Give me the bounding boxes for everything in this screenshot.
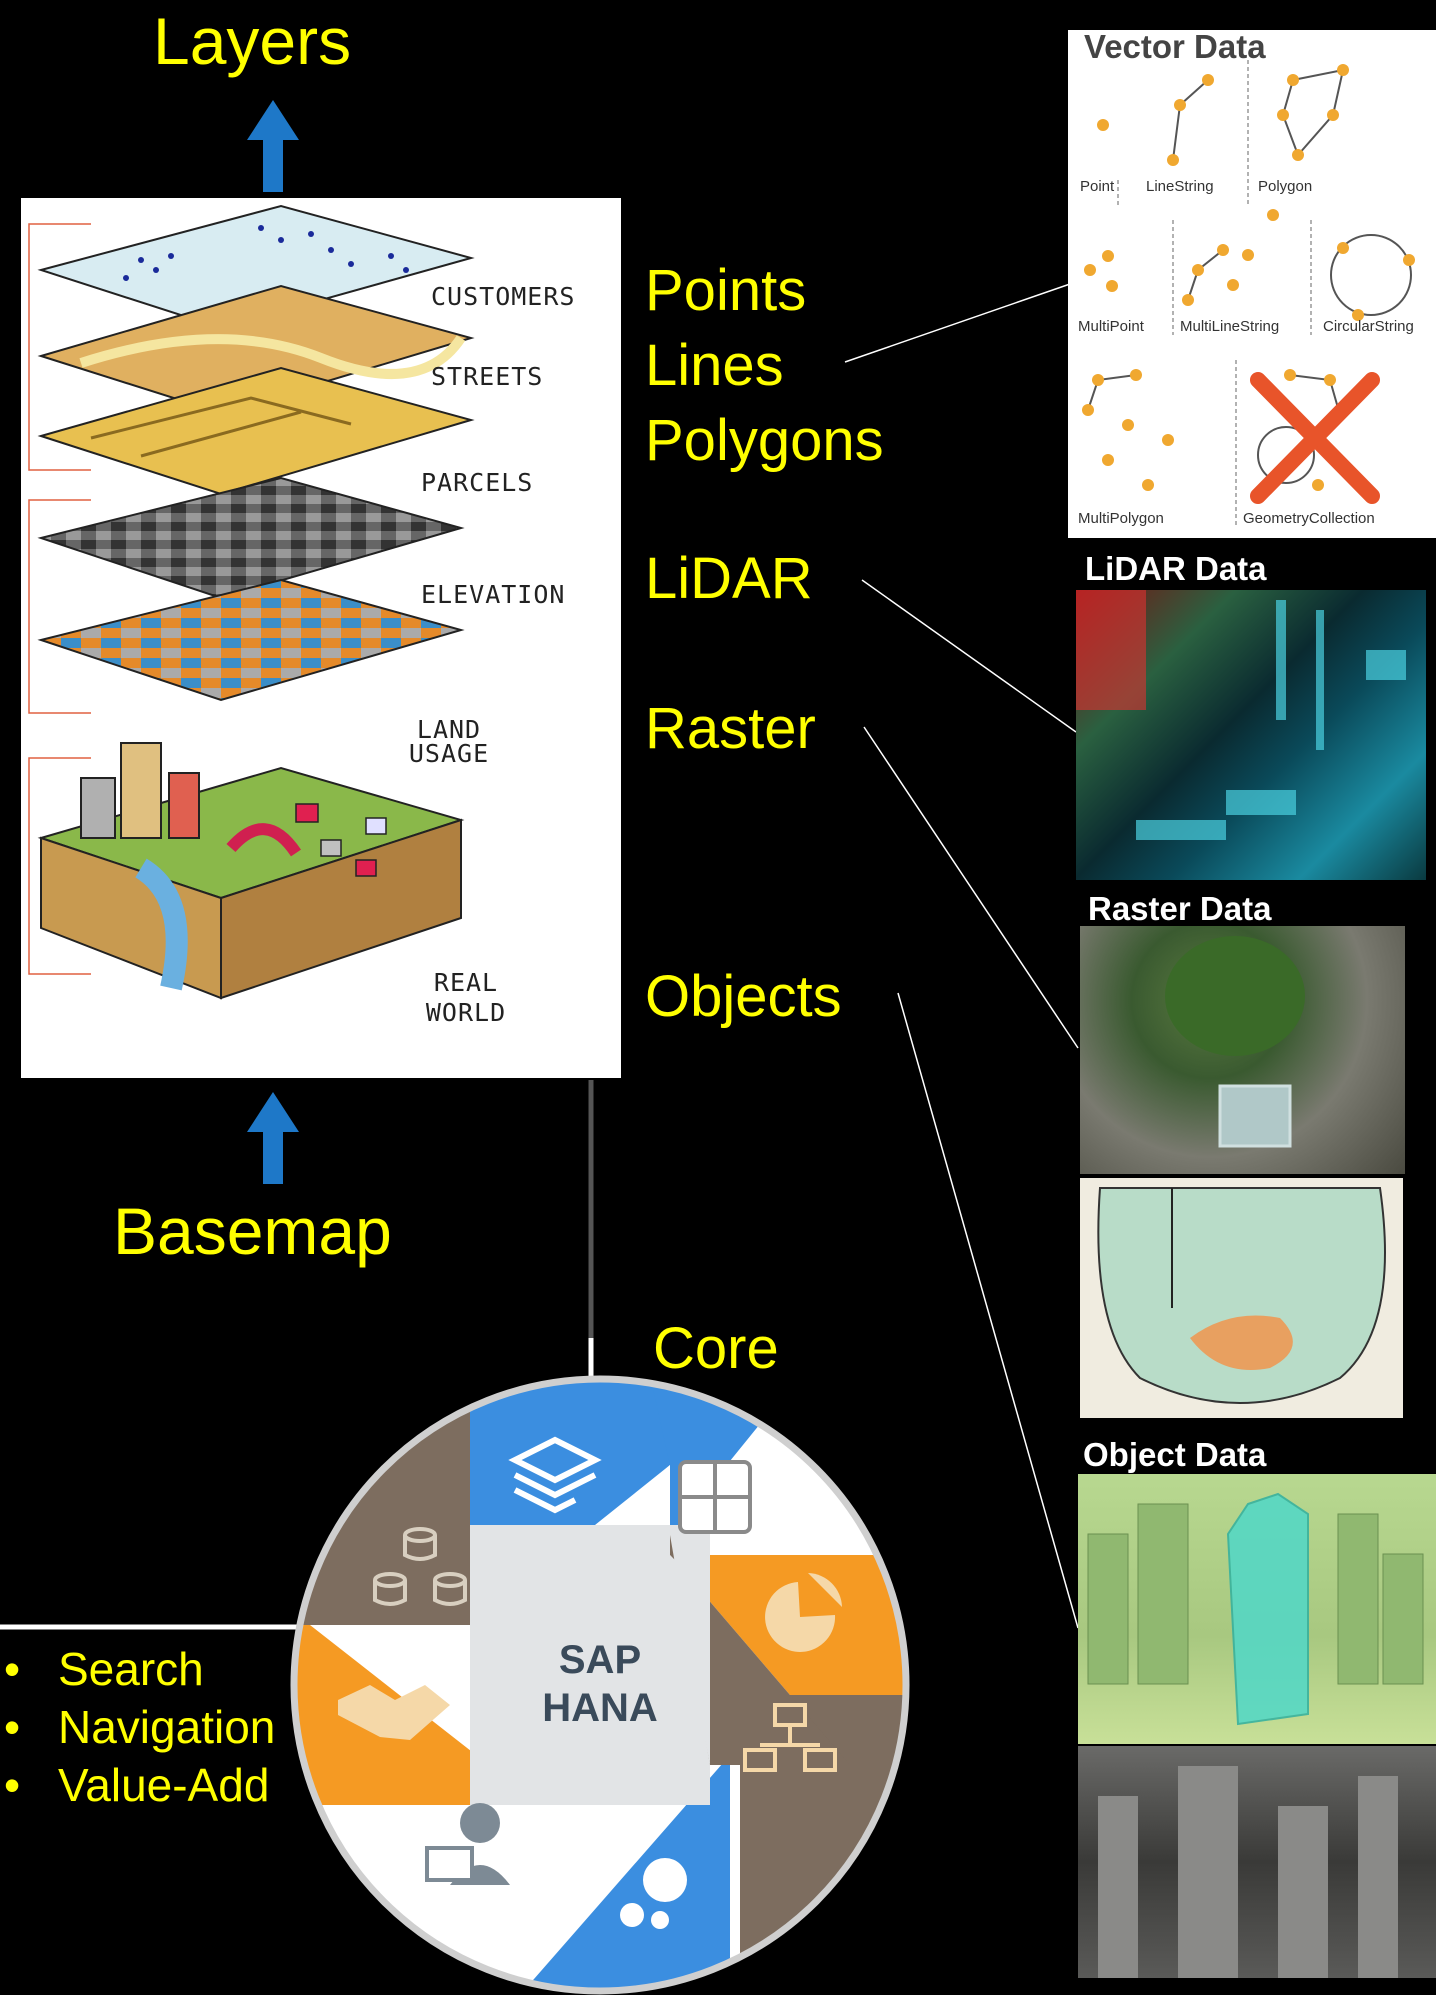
raster-data-title: Raster Data [1088,890,1272,927]
capability-item: Navigation [0,1698,275,1756]
layer-label-customers: CUSTOMERS [431,282,576,311]
lines-label: Lines [645,333,784,398]
capability-item: Value-Add [0,1756,275,1814]
lidar-label: LiDAR [645,546,813,611]
layer-label-elevation: ELEVATION [421,580,566,609]
layer-label-streets: STREETS [431,362,544,391]
sap-hana-label: SAP HANA [542,1638,658,1730]
objects-label: Objects [645,964,842,1029]
layers-lock-icon [508,1436,602,1514]
geometry-type-label: Polygon [1258,178,1313,195]
gears-icon [620,1858,687,1929]
network-icon [743,1703,837,1772]
geometry-type-label: CircularString [1323,318,1414,335]
database-icon [373,1527,467,1606]
core-label: Core [653,1316,779,1381]
capabilities-list: Search Navigation Value-Add [0,1640,275,1814]
geometry-type-label: LineString [1146,178,1214,195]
raster-label: Raster [645,696,816,761]
calculator-icon [678,1460,752,1534]
aerial-imagery [1080,926,1405,1174]
gis-layer-stack-illustration: CUSTOMERS STREETS PARCELS ELEVATION LAND… [21,198,621,1078]
basemap-label: Basemap [113,1194,392,1268]
scanned-raster-map [1080,1178,1403,1418]
geometry-type-label: MultiLineString [1180,318,1280,335]
3d-city-model-image [1078,1474,1436,1744]
lidar-data-title: LiDAR Data [1085,550,1267,587]
geometry-type-label: MultiPoint [1078,318,1144,335]
geometry-type-label: MultiPolygon [1078,510,1164,527]
arrow-up-icon [247,100,299,192]
unsupported-cross-icon [1250,372,1380,504]
object-data-title: Object Data [1083,1436,1267,1473]
layer-label-parcels: PARCELS [421,468,534,497]
geometry-type-label: Point [1080,178,1115,195]
vector-data-title: Vector Data [1084,28,1266,65]
capability-item: Search [0,1640,275,1698]
layer-label-land-usage: LAND USAGE [408,715,490,768]
3d-city-photo-image [1078,1746,1436,1978]
handshake-icon [338,1685,450,1740]
lidar-point-cloud-image [1076,590,1426,880]
analytics-user-icon [425,1803,510,1885]
layer-label-real-world: REAL WORLD [425,968,507,1027]
layers-title: Layers [153,4,352,78]
pie-chart-icon [765,1573,842,1652]
sap-hana-wheel [290,1375,910,1995]
arrow-up-icon [247,1092,299,1184]
vector-data-panel: Vector Data Point LineString Polygon Mul… [1068,30,1436,538]
geometry-type-label: GeometryCollection [1243,510,1375,527]
polygons-label: Polygons [645,408,884,473]
points-label: Points [645,258,807,323]
